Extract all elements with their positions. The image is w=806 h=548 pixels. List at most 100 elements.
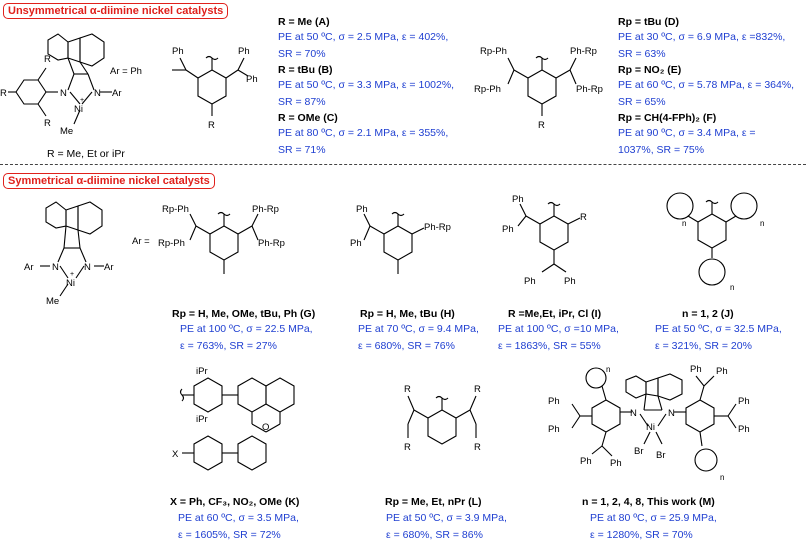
m-ph-7: Ph (738, 396, 750, 407)
m-n-right: N (668, 408, 675, 419)
i-ph-2: Ph (502, 224, 514, 235)
cond-I-2: ε = 1863%, SR = 55% (498, 340, 601, 352)
aryl-K: iPr iPr O X (172, 366, 295, 471)
cond-M-2: ε = 1280%, SR = 70% (590, 529, 693, 541)
cond-E-1: PE at 60 ºC, σ = 5.78 MPa, ε = 364%, (618, 79, 795, 91)
cond-H-2: ε = 680%, SR = 76% (358, 340, 455, 352)
sym-nickel-complex: Ar N N Ar Ni + Me (24, 201, 114, 307)
complex-M: N N Ni Br Br n n Ph Ph Ph Ph Ph Ph Ph Ph (548, 364, 750, 482)
label-F: Rp = CH(4-FPh)₂ (F) (618, 112, 717, 124)
g-ar-eq: Ar = (132, 236, 150, 247)
label-G: Rp = H, Me, OMe, tBu, Ph (G) (172, 308, 316, 320)
m-ph-4: Ph (610, 458, 622, 469)
label-B: R = tBu (B) (278, 64, 333, 76)
g-phrp-1: Ph-Rp (252, 204, 279, 215)
cond-F-2: 1037%, SR = 75% (618, 144, 705, 156)
atom-Ar-right: Ar (112, 88, 122, 99)
m-n-left: N (630, 408, 637, 419)
section-divider (0, 164, 806, 165)
k-ipr-2: iPr (196, 414, 208, 425)
ar-equals-ph: Ar = Ph (110, 66, 142, 77)
ph-label-3: Ph (246, 74, 258, 85)
m-ph-3: Ph (580, 456, 592, 467)
j-n-3: n (730, 283, 734, 292)
aryl-H: Ph Ph Ph-Rp (350, 204, 451, 274)
atom-R-bottom: R (44, 118, 51, 129)
cond-B-1: PE at 50 ºC, σ = 3.3 MPa, ε = 1002%, (278, 79, 455, 91)
h-phrp: Ph-Rp (424, 222, 451, 233)
unsym-aryl-D-F: Rp-Ph Rp-Ph Ph-Rp Ph-Rp R (474, 46, 603, 131)
g-rpph-1: Rp-Ph (162, 204, 189, 215)
cond-H-1: PE at 70 ºC, σ = 9.4 MPa, (358, 323, 479, 335)
k-ipr-1: iPr (196, 366, 208, 377)
j-n-2: n (760, 219, 764, 228)
label-J: n = 1, 2 (J) (682, 308, 734, 320)
m-ph-1: Ph (548, 396, 560, 407)
cond-A-2: SR = 70% (278, 48, 326, 60)
cond-G-2: ε = 763%, SR = 27% (180, 340, 277, 352)
r-label: R (208, 120, 215, 131)
cond-E-2: SR = 65% (618, 96, 666, 108)
cond-C-2: SR = 71% (278, 144, 326, 156)
h-ph-2: Ph (350, 238, 362, 249)
label-H: Rp = H, Me, tBu (H) (360, 308, 455, 320)
atom-N-right: N (94, 88, 101, 99)
cond-M-1: PE at 80 ºC, σ = 25.9 MPa, (590, 512, 717, 524)
ph-label-1: Ph (172, 46, 184, 57)
m-n-bottom: n (720, 473, 724, 482)
l-r-4: R (474, 442, 481, 453)
cond-G-1: PE at 100 ºC, σ = 22.5 MPa, (180, 323, 313, 335)
cond-F-1: PE at 90 ºC, σ = 3.4 MPa, ε = (618, 127, 756, 139)
ph-label-2: Ph (238, 46, 250, 57)
i-ph-1: Ph (512, 194, 524, 205)
label-C: R = OMe (C) (278, 112, 338, 124)
r-label-df: R (538, 120, 545, 131)
label-M: n = 1, 2, 4, 8, This work (M) (582, 496, 715, 508)
j-n-1: n (682, 219, 686, 228)
cond-K-1: PE at 60 ºC, σ = 3.5 MPa, (178, 512, 299, 524)
label-A: R = Me (A) (278, 16, 330, 28)
unsym-r-caption: R = Me, Et or iPr (47, 148, 125, 160)
label-I: R =Me,Et, iPr, Cl (I) (508, 308, 602, 320)
l-r-1: R (404, 384, 411, 395)
cond-K-2: ε = 1605%, SR = 72% (178, 529, 281, 541)
m-ph-8: Ph (738, 424, 750, 435)
rp-ph-2: Rp-Ph (474, 84, 501, 95)
symmetrical-header: Symmetrical α-diimine nickel catalysts (3, 173, 215, 189)
label-E: Rp = NO₂ (E) (618, 64, 682, 76)
atom-R-top: R (44, 54, 51, 65)
m-n-top: n (606, 365, 610, 374)
sym-n-right: N (84, 262, 91, 273)
i-ph-4: Ph (564, 276, 576, 287)
atom-Ni-charge: + (80, 97, 84, 104)
cond-J-1: PE at 50 ºC, σ = 32.5 MPa, (655, 323, 782, 335)
k-o: O (262, 422, 269, 433)
h-ph-1: Ph (356, 204, 368, 215)
cond-I-1: PE at 100 ºC, σ =10 MPa, (498, 323, 619, 335)
unsym-aryl-A-C: Ar = Ph Ph Ph Ph R (110, 46, 258, 131)
sym-ar-right: Ar (104, 262, 114, 273)
atom-Me: Me (60, 126, 73, 137)
unsym-nickel-complex: R R R N N Ar Ni + Me (0, 33, 122, 137)
g-rpph-2: Rp-Ph (158, 238, 185, 249)
g-phrp-2: Ph-Rp (258, 238, 285, 249)
m-ph-6: Ph (716, 366, 728, 377)
m-ph-2: Ph (548, 424, 560, 435)
i-ph-3: Ph (524, 276, 536, 287)
cond-C-1: PE at 80 ºC, σ = 2.1 MPa, ε = 355%, (278, 127, 449, 139)
aryl-I: Ph Ph R Ph Ph (502, 194, 587, 287)
cond-J-2: ε = 321%, SR = 20% (655, 340, 752, 352)
l-r-3: R (404, 442, 411, 453)
label-L: Rp = Me, Et, nPr (L) (385, 496, 482, 508)
aryl-J: n n n (666, 192, 764, 292)
sym-ni: Ni (66, 278, 75, 289)
m-br-1: Br (634, 446, 644, 457)
cond-D-2: SR = 63% (618, 48, 666, 60)
cond-L-2: ε = 680%, SR = 86% (386, 529, 483, 541)
sym-me: Me (46, 296, 59, 307)
i-r: R (580, 212, 587, 223)
m-br-2: Br (656, 450, 666, 461)
aryl-L: R R R R (404, 384, 481, 453)
cond-A-1: PE at 50 ºC, σ = 2.5 MPa, ε = 402%, (278, 31, 449, 43)
sym-ni-charge: + (70, 271, 74, 278)
